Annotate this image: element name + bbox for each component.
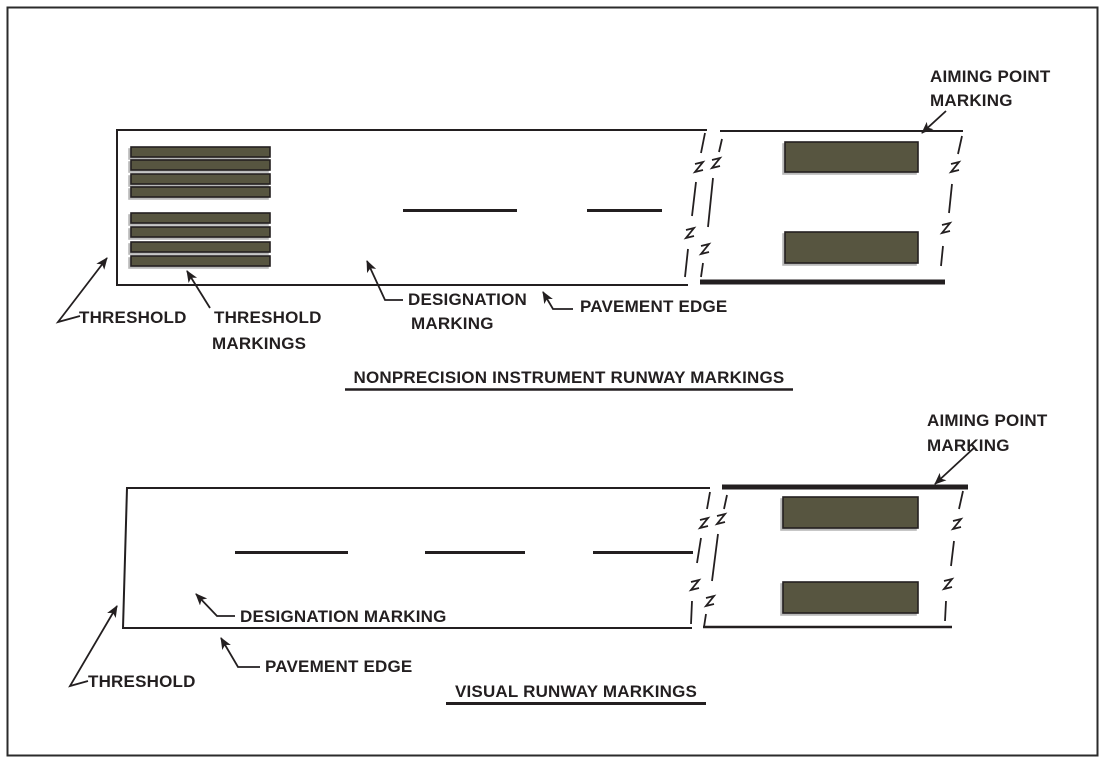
pavement-edge-arrow — [220, 637, 260, 668]
threshold-markings-label-line2: MARKINGS — [212, 334, 306, 353]
designation-marking-arrow — [195, 593, 235, 617]
break-line — [941, 490, 964, 622]
threshold-bar — [130, 212, 271, 224]
designation-marking-arrow — [366, 260, 403, 301]
aiming-point-bars — [782, 496, 919, 614]
threshold-markings-bars — [130, 146, 271, 267]
nonprecision-diagram: THRESHOLD THRESHOLD MARKINGS DESIGNATION… — [55, 67, 1051, 391]
threshold-markings-label-line1: THRESHOLD — [214, 308, 322, 327]
break-line — [703, 494, 728, 628]
aiming-point-label-line1: AIMING POINT — [927, 411, 1048, 430]
aiming-point-label-line2: MARKING — [930, 91, 1013, 110]
break-line — [683, 132, 706, 278]
aiming-point-arrow — [934, 446, 976, 485]
aiming-point-bar — [782, 581, 919, 614]
designation-marking-label-line1: DESIGNATION — [408, 290, 527, 309]
threshold-bar — [130, 241, 271, 253]
threshold-label: THRESHOLD — [88, 672, 196, 691]
break-line — [698, 138, 723, 278]
threshold-label: THRESHOLD — [79, 308, 187, 327]
threshold-bar — [130, 146, 271, 158]
page-border — [6, 6, 1099, 757]
aiming-point-label-line1: AIMING POINT — [930, 67, 1051, 86]
aiming-point-arrow — [921, 110, 947, 134]
aiming-point-bar — [784, 231, 919, 264]
aiming-point-bar — [782, 496, 919, 529]
aiming-point-label-line2: MARKING — [927, 436, 1010, 455]
designation-marking-label-line2: MARKING — [411, 314, 494, 333]
aiming-point-bars — [784, 141, 919, 264]
threshold-arrow — [55, 257, 108, 324]
threshold-bar — [130, 255, 271, 267]
runway-outline-left — [116, 129, 707, 286]
threshold-bar — [130, 226, 271, 238]
runway-outline-left — [121, 487, 710, 629]
pavement-edge-label: PAVEMENT EDGE — [265, 657, 412, 676]
threshold-bar — [130, 186, 271, 198]
threshold-bar — [130, 173, 271, 185]
pavement-edge-arrow — [542, 291, 573, 310]
aiming-point-bar — [784, 141, 919, 173]
threshold-markings-arrow — [186, 270, 211, 309]
break-line — [688, 491, 711, 625]
pavement-edge-label: PAVEMENT EDGE — [580, 297, 727, 316]
visual-diagram: AIMING POINT MARKING DESIGNATION MARKING… — [68, 411, 1048, 705]
nonprecision-title: NONPRECISION INSTRUMENT RUNWAY MARKINGS — [354, 368, 785, 387]
threshold-bar — [130, 159, 271, 171]
designation-marking-label: DESIGNATION MARKING — [240, 607, 447, 626]
break-line — [939, 135, 963, 267]
threshold-arrow — [68, 605, 118, 688]
visual-title: VISUAL RUNWAY MARKINGS — [455, 682, 697, 701]
